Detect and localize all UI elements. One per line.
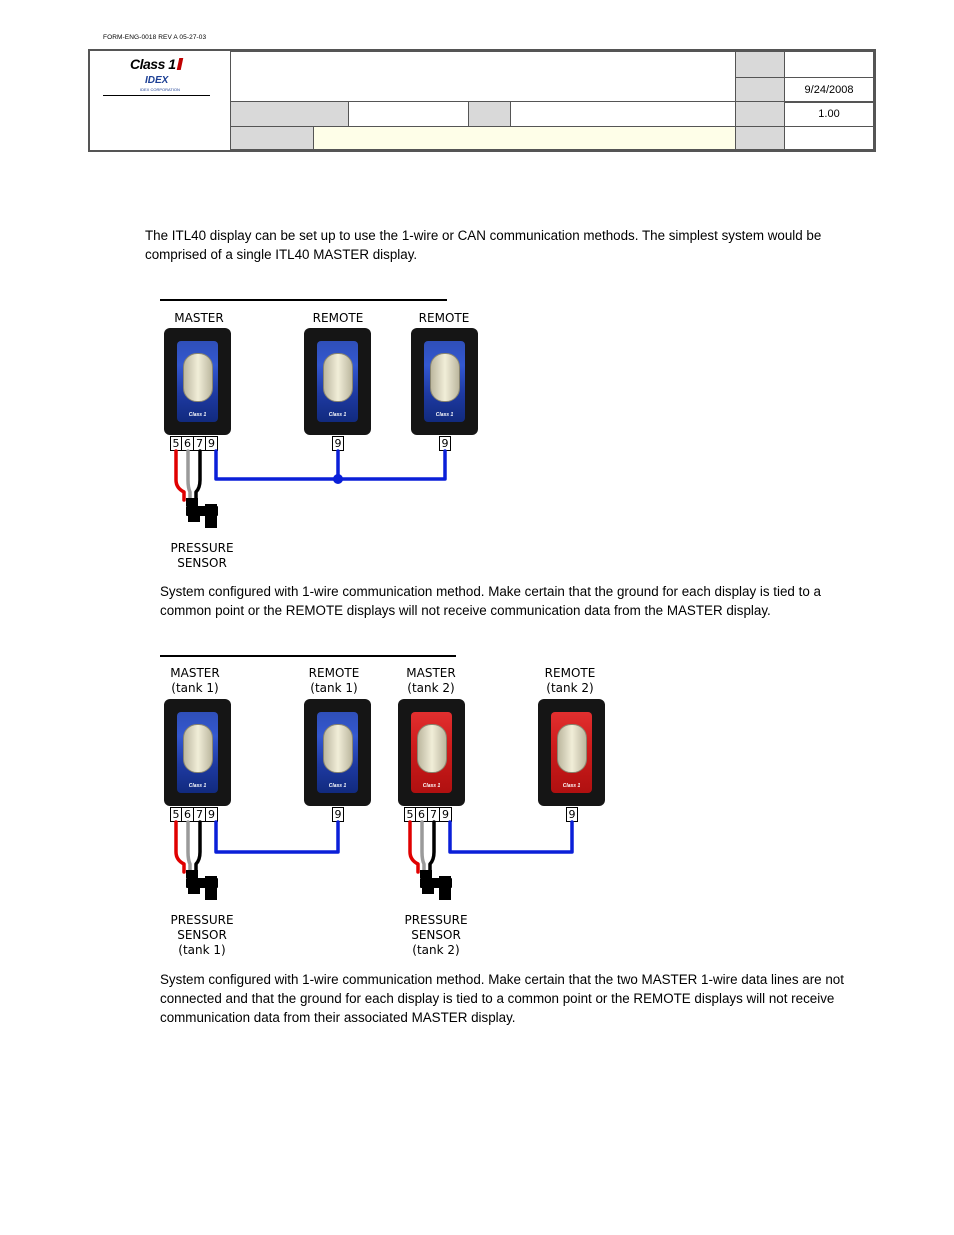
pressure-sensor-tank1-icon	[186, 870, 218, 900]
label-master: MASTER	[174, 311, 224, 325]
pressure-sensor-1-icon	[186, 498, 218, 528]
master-display-tank1: Class 1	[164, 699, 231, 806]
title-block: 9/24/2008 1.00	[88, 49, 876, 152]
idex-logo-sub: IDEX CORPORATION	[140, 87, 180, 92]
remote-tank1-terminal: 9	[332, 807, 344, 822]
section-underline-2	[160, 655, 456, 657]
hdr-label-1	[735, 51, 785, 78]
label-master-tank2: MASTER(tank 2)	[406, 666, 456, 695]
power-wire-tank1	[174, 820, 186, 874]
caption-1: System configured with 1-wire communicat…	[160, 584, 821, 618]
pressure-sensor-tank2-icon	[420, 870, 452, 900]
power-wire-tank2	[408, 820, 420, 874]
date-value: 9/24/2008	[784, 77, 874, 103]
label-remote-2: REMOTE	[418, 311, 470, 325]
form-id: FORM-ENG-0018 REV A 05-27-03	[103, 34, 207, 41]
ground-wire-tank1	[194, 820, 202, 874]
class1-logo: Class 1	[130, 56, 183, 72]
remote-display-2: Class 1	[411, 328, 478, 435]
pin: 9	[206, 436, 218, 451]
master-tank1-terminal-block: 5 6 7 9	[170, 807, 218, 822]
hdr-label-3	[468, 101, 511, 127]
data-wire	[214, 449, 447, 481]
data-wire-tank2	[448, 820, 574, 854]
signal-wire-tank1	[186, 820, 192, 874]
caption-2: System configured with 1-wire communicat…	[160, 972, 844, 1025]
ground-wire-tank2	[428, 820, 436, 874]
master-display: Class 1	[164, 328, 231, 435]
logo-divider	[103, 95, 210, 96]
remote-display-tank2: Class 1	[538, 699, 605, 806]
junction-dot	[333, 474, 343, 484]
hdr-value-5	[784, 126, 874, 150]
label-remote-tank1: REMOTE(tank 1)	[308, 666, 360, 695]
remote-display-tank1: Class 1	[304, 699, 371, 806]
intro-paragraph: The ITL40 display can be set up to use t…	[145, 228, 822, 262]
power-wire	[174, 449, 186, 502]
pin: 9	[206, 807, 218, 822]
idex-logo: IDEX	[145, 75, 169, 86]
remote-display-1: Class 1	[304, 328, 371, 435]
hdr-label-rev	[735, 101, 785, 127]
pin: 9	[440, 807, 452, 822]
hdr-label-4	[230, 126, 314, 150]
master-tank2-terminal-block: 5 6 7 9	[404, 807, 452, 822]
ground-wire	[194, 449, 202, 502]
hdr-value-4	[313, 126, 736, 150]
label-master-tank1: MASTER(tank 1)	[170, 666, 220, 695]
data-wire-tank1	[214, 820, 340, 854]
signal-wire	[186, 449, 192, 502]
section-underline-1	[160, 299, 447, 301]
master-display-tank2: Class 1	[398, 699, 465, 806]
hdr-label-5	[735, 126, 785, 150]
signal-wire-tank2	[420, 820, 426, 874]
label-remote-1: REMOTE	[312, 311, 364, 325]
master-terminal-block: 5 6 7 9	[170, 436, 218, 451]
label-remote-tank2: REMOTE(tank 2)	[544, 666, 596, 695]
